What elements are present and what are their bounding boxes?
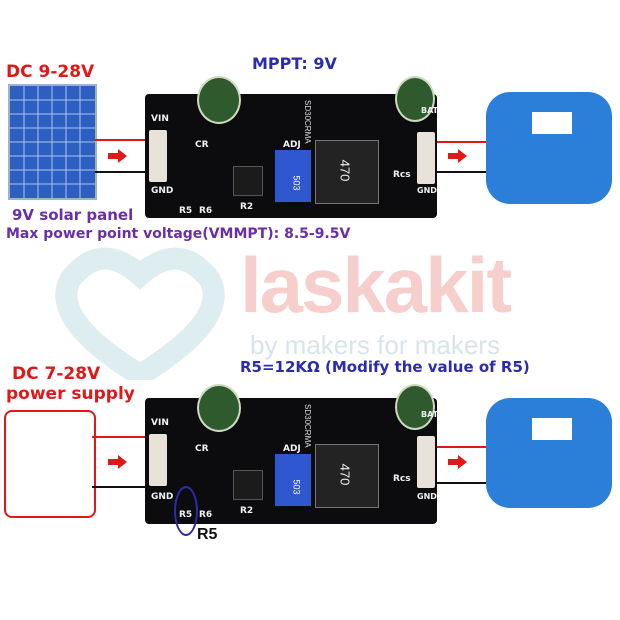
gnd-label: GND [151,186,174,196]
inductor: 470 [315,140,379,204]
max-point-voltage: Max power point voltage(VMMPT): 8.5-9.5V [6,226,351,242]
r6-label: R6 [199,206,213,216]
pot-value: 503 [291,479,302,495]
r2-label: R2 [240,506,254,516]
r2-label: R2 [240,202,254,212]
watermark: laskakit by makers for makers [40,240,600,380]
watermark-tagline: by makers for makers [250,330,500,360]
input-wire-black [92,486,152,488]
top-input-title: DC 9-28V [6,62,95,82]
battery-label [532,112,572,134]
input-wire-red [95,139,155,141]
input-terminal [149,434,167,486]
cr-label: CR [195,444,209,454]
adj-label: ADJ [283,444,301,454]
arrow-right-icon [108,455,128,469]
r6-label: R6 [199,510,213,520]
r5-callout: R5 [197,526,218,543]
r5-note: R5=12KΩ (Modify the value of R5) [240,358,530,376]
output-wire-red [437,446,492,448]
heart-logo-icon [55,247,225,380]
bottom-input-subtitle: power supply [6,384,135,404]
bottom-input-title: DC 7-28V [12,364,101,384]
chip-label: SD30CRMA [303,404,312,448]
ic-chip [233,470,263,500]
bat-label: BAT [421,410,439,419]
top-mode-title: MPPT: 9V [252,54,337,73]
solar-grid-icon [10,86,95,198]
solar-panel [8,84,97,200]
capacitor-left [197,384,241,432]
gnd-out-label: GND [417,186,437,195]
battery-label [532,418,572,440]
output-terminal [417,132,435,184]
cr-label: CR [195,140,209,150]
input-terminal [149,130,167,182]
mppt-board-top: VIN GND CR R5 R6 R2 ADJ Rcs SD30CRMA 503… [145,76,439,218]
output-wire-red [437,141,492,143]
input-wire-black [95,171,155,173]
power-supply-box [4,410,96,518]
potentiometer: 503 [275,454,311,506]
battery-pack-bottom [486,398,612,508]
inductor-value: 470 [337,159,353,182]
r5-highlight-circle [174,486,198,536]
arrow-right-icon [448,149,468,163]
watermark-brand: laskakit [240,241,512,329]
rcs-label: Rcs [393,474,411,484]
input-wire-red [92,436,152,438]
panel-caption: 9V solar panel [12,206,134,224]
chip-label: SD30CRMA [303,100,312,144]
output-terminal [417,436,435,488]
arrow-right-icon [448,455,468,469]
r5-label: R5 [179,206,193,216]
output-wire-black [437,171,492,173]
inductor: 470 [315,444,379,508]
output-wire-black [437,482,492,484]
bat-label: BAT [421,106,439,115]
vin-label: VIN [151,114,169,124]
gnd-label: GND [151,492,174,502]
potentiometer: 503 [275,150,311,202]
gnd-out-label: GND [417,492,437,501]
capacitor-right [395,384,435,430]
inductor-value: 470 [337,463,353,486]
adj-label: ADJ [283,140,301,150]
mppt-board-bottom: VIN GND CR R5 R6 R2 ADJ Rcs SD30CRMA 503… [145,384,439,524]
ic-chip [233,166,263,196]
capacitor-left [197,76,241,124]
pot-value: 503 [291,175,302,191]
battery-pack-top [486,92,612,204]
vin-label: VIN [151,418,169,428]
capacitor-right [395,76,435,122]
rcs-label: Rcs [393,170,411,180]
arrow-right-icon [108,149,128,163]
